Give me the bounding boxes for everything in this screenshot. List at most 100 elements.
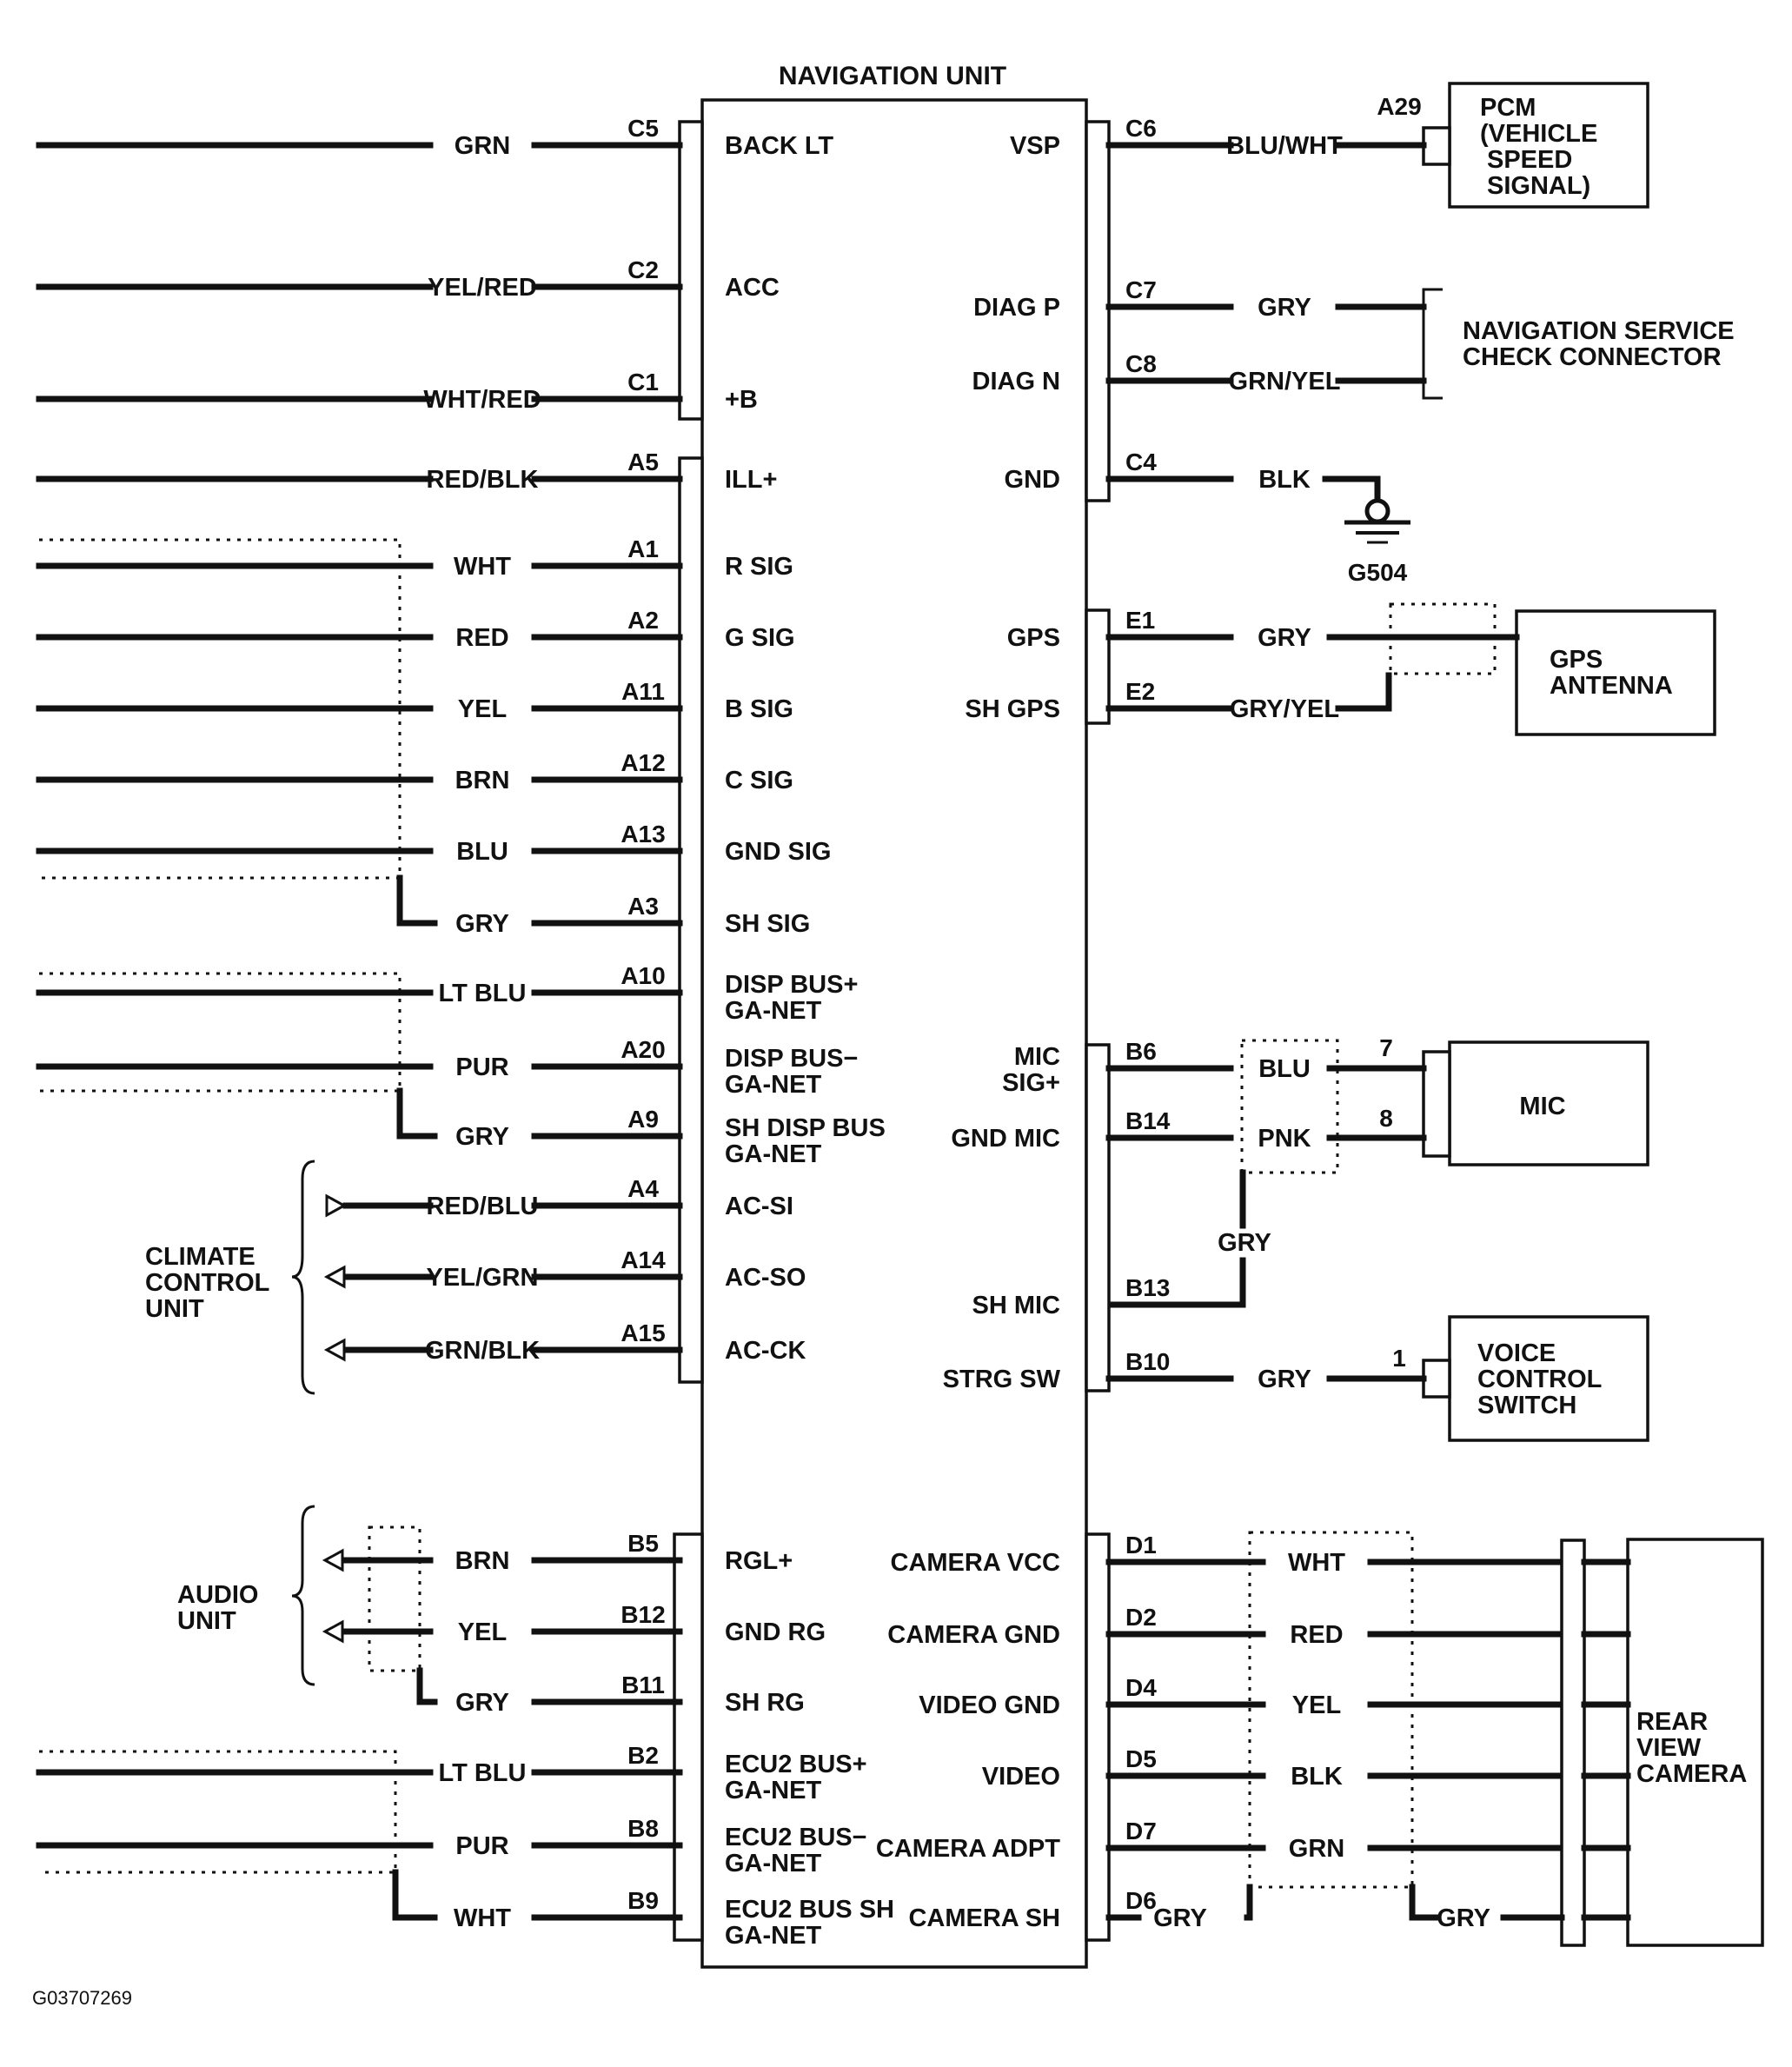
ground-label: G504	[1348, 559, 1408, 586]
pin-label: A12	[621, 749, 665, 776]
wire-color-label: YEL/RED	[428, 274, 537, 302]
pin-label: B2	[627, 1742, 659, 1769]
wire-color-label: RED/BLK	[427, 466, 539, 494]
audio-brace	[291, 1505, 315, 1686]
mic-shield-wire-label: GRY	[1218, 1229, 1271, 1257]
camera-lead-group	[1581, 1559, 1631, 1921]
wire-color-label: PUR	[455, 1053, 508, 1081]
connector-a	[678, 456, 704, 1384]
wire-color-label: GRY/YEL	[1230, 695, 1339, 723]
signal-label: GA-NET	[725, 1777, 821, 1804]
wire-color-label: YEL	[458, 695, 507, 723]
pin-label: A14	[621, 1246, 666, 1273]
pin-label: A2	[627, 607, 659, 634]
wire-color-label: GRY	[455, 1689, 509, 1717]
pin-label: A5	[627, 449, 659, 475]
wire-color-label: GRY	[455, 910, 509, 938]
wire-color-label: GRN/YEL	[1229, 368, 1341, 395]
mic-pin-8: 8	[1379, 1105, 1393, 1132]
wire-color-label: BLU/WHT	[1226, 132, 1343, 160]
wire-color-label: BLK	[1291, 1763, 1343, 1791]
pin-label: B13	[1125, 1274, 1170, 1301]
signal-label: GA-NET	[725, 997, 821, 1025]
pin-label: B8	[627, 1815, 659, 1842]
pin-label: A9	[627, 1106, 659, 1133]
signal-label: DISP BUS+	[725, 971, 858, 999]
pin-label: C8	[1125, 350, 1157, 377]
rear-camera-label: REAR VIEW CAMERA	[1636, 1708, 1747, 1788]
wire-color-label: GRY	[1258, 624, 1311, 652]
pin-label: B5	[627, 1530, 659, 1557]
signal-label: G SIG	[725, 624, 795, 652]
signal-label: DIAG N	[972, 368, 1061, 395]
signal-label: SH RG	[725, 1689, 805, 1717]
audio-arrows	[322, 1548, 344, 1644]
pin-label: A1	[627, 535, 659, 562]
signal-label: CAMERA ADPT	[876, 1835, 1060, 1863]
pin-label: A15	[621, 1319, 665, 1346]
signal-label: B SIG	[725, 695, 793, 723]
signal-label: BACK LT	[725, 132, 833, 160]
pin-label: B12	[621, 1601, 665, 1628]
nav-check-leads	[1365, 303, 1427, 384]
connector-c-right	[1085, 120, 1111, 502]
navigation-unit-body	[700, 98, 1088, 1969]
nav-check-label: NAVIGATION SERVICE CHECK CONNECTOR	[1463, 317, 1742, 371]
pin-label: D1	[1125, 1532, 1157, 1559]
signal-label: GA-NET	[725, 1071, 821, 1099]
pin-label: B10	[1125, 1348, 1170, 1375]
connector-e	[1085, 608, 1111, 725]
wire-color-label: YEL	[1292, 1691, 1341, 1719]
connector-d	[1085, 1532, 1111, 1942]
voice-switch-pin: 1	[1392, 1345, 1406, 1372]
nav-check-connector	[1422, 288, 1443, 400]
signal-label: STRG SW	[943, 1366, 1061, 1393]
signal-label: ECU2 BUS+	[725, 1751, 867, 1778]
wire-color-label: YEL	[458, 1618, 507, 1646]
pin-label: D6	[1125, 1887, 1157, 1914]
signal-label: DISP BUS−	[725, 1045, 858, 1073]
pin-label: D7	[1125, 1818, 1157, 1844]
pcm-label: PCM (VEHICLE SPEED SIGNAL)	[1480, 94, 1604, 200]
climate-arrows	[323, 1193, 368, 1362]
signal-label: VIDEO GND	[919, 1691, 1060, 1719]
wire-color-label: WHT	[454, 1904, 511, 1932]
wire-color-label: PNK	[1258, 1125, 1311, 1153]
wire-color-label: GRN	[455, 132, 510, 160]
wire-color-label: GRY	[1153, 1904, 1207, 1932]
signal-label: VIDEO	[982, 1763, 1060, 1791]
signal-label: CAMERA GND	[887, 1621, 1060, 1649]
pin-label: C6	[1125, 115, 1157, 142]
wire-color-label: GRN/BLK	[425, 1337, 540, 1365]
wire-color-label: LT BLU	[439, 1759, 527, 1787]
wire-color-label: BRN	[455, 1547, 510, 1575]
wire-color-label: LT BLU	[439, 980, 527, 1007]
signal-label: SH DISP BUS	[725, 1114, 886, 1142]
mic-device	[1109, 1039, 1649, 1308]
wire-color-label: GRN	[1289, 1835, 1344, 1863]
mic-label: MIC	[1519, 1093, 1565, 1120]
wire-color-label: YEL/GRN	[427, 1264, 539, 1292]
gps-antenna-label: GPS ANTENNA	[1550, 646, 1673, 700]
signal-label: ECU2 BUS SH	[725, 1896, 894, 1924]
wire-color-label: GRY	[1258, 294, 1311, 322]
pin-label: D2	[1125, 1604, 1157, 1631]
pin-label: C1	[627, 369, 659, 395]
connector-b-left	[673, 1532, 704, 1942]
footer-code: G03707269	[32, 1987, 132, 2009]
